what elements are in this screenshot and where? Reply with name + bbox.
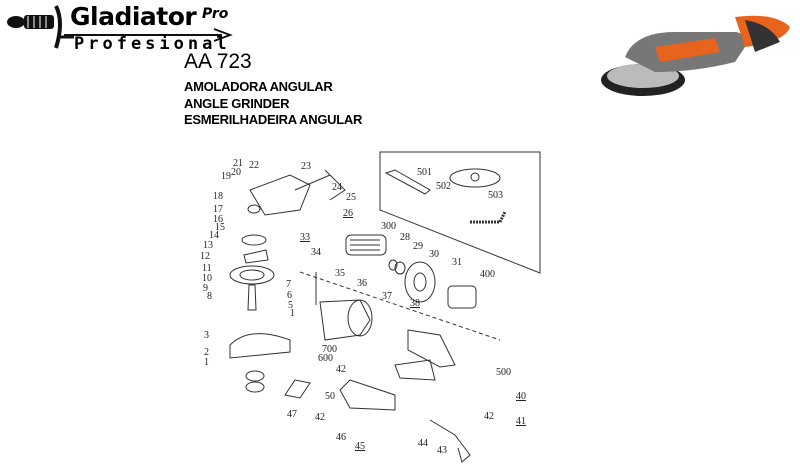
part-label: 5 xyxy=(288,300,293,311)
part-label: 42 xyxy=(315,412,325,423)
model-number: AA 723 xyxy=(184,50,252,73)
part-label: 500 xyxy=(496,367,511,378)
part-label: 42 xyxy=(484,411,494,422)
part-label: 38 xyxy=(410,298,420,309)
part-label: 21 xyxy=(233,158,243,169)
part-label: 35 xyxy=(335,268,345,279)
sword-icon xyxy=(7,5,74,49)
part-label: 28 xyxy=(400,232,410,243)
title-spanish: AMOLADORA ANGULAR xyxy=(184,79,333,94)
part-label: 2 xyxy=(204,347,209,358)
part-label: 400 xyxy=(480,269,495,280)
part-label: 12 xyxy=(200,251,210,262)
part-label: 600 xyxy=(318,353,333,364)
part-label: 41 xyxy=(516,416,526,427)
part-label: 43 xyxy=(437,445,447,456)
part-label: 8 xyxy=(207,291,212,302)
part-label: 9 xyxy=(203,283,208,294)
part-label: 24 xyxy=(332,182,342,193)
product-photo xyxy=(601,15,790,96)
part-label: 29 xyxy=(413,241,423,252)
brand-name: Gladiator xyxy=(70,2,197,31)
part-label: 20 xyxy=(231,167,241,178)
part-label: 503 xyxy=(488,190,503,201)
part-label: 37 xyxy=(382,291,392,302)
part-label: 26 xyxy=(343,208,353,219)
part-label: 3 xyxy=(204,330,209,341)
part-label: 40 xyxy=(516,391,526,402)
part-label: 300 xyxy=(381,221,396,232)
part-label: 36 xyxy=(357,278,367,289)
part-label: 44 xyxy=(418,438,428,449)
part-label: 1 xyxy=(290,308,295,319)
part-label: 25 xyxy=(346,192,356,203)
part-label: 502 xyxy=(436,181,451,192)
part-label: 50 xyxy=(325,391,335,402)
part-label: 45 xyxy=(355,441,365,452)
part-label: 11 xyxy=(202,263,212,274)
title-english: ANGLE GRINDER xyxy=(184,96,290,111)
brand-subtitle: Profesional xyxy=(74,34,231,54)
part-label: 16 xyxy=(213,214,223,225)
part-label: 501 xyxy=(417,167,432,178)
part-label: 17 xyxy=(213,204,223,215)
part-label: 10 xyxy=(202,273,212,284)
part-label: 34 xyxy=(311,247,321,258)
part-label: 46 xyxy=(336,432,346,443)
part-label: 15 xyxy=(215,222,225,233)
part-label: 19 xyxy=(221,171,231,182)
part-label: 14 xyxy=(209,230,219,241)
part-label: 7 xyxy=(286,279,291,290)
part-label: 31 xyxy=(452,257,462,268)
part-label: 18 xyxy=(213,191,223,202)
brand-pro: Pro xyxy=(202,6,229,22)
part-label: 6 xyxy=(287,290,292,301)
part-label: 47 xyxy=(287,409,297,420)
part-label: 1 xyxy=(204,357,209,368)
part-label: 23 xyxy=(301,161,311,172)
part-label: 30 xyxy=(429,249,439,260)
part-label: 22 xyxy=(249,160,259,171)
part-label: 700 xyxy=(322,344,337,355)
gladiator-logo: Gladiator Pro Profesional xyxy=(4,2,234,54)
part-label: 42 xyxy=(336,364,346,375)
title-portuguese: ESMERILHADEIRA ANGULAR xyxy=(184,112,363,127)
part-label: 33 xyxy=(300,232,310,243)
part-label: 13 xyxy=(203,240,213,251)
